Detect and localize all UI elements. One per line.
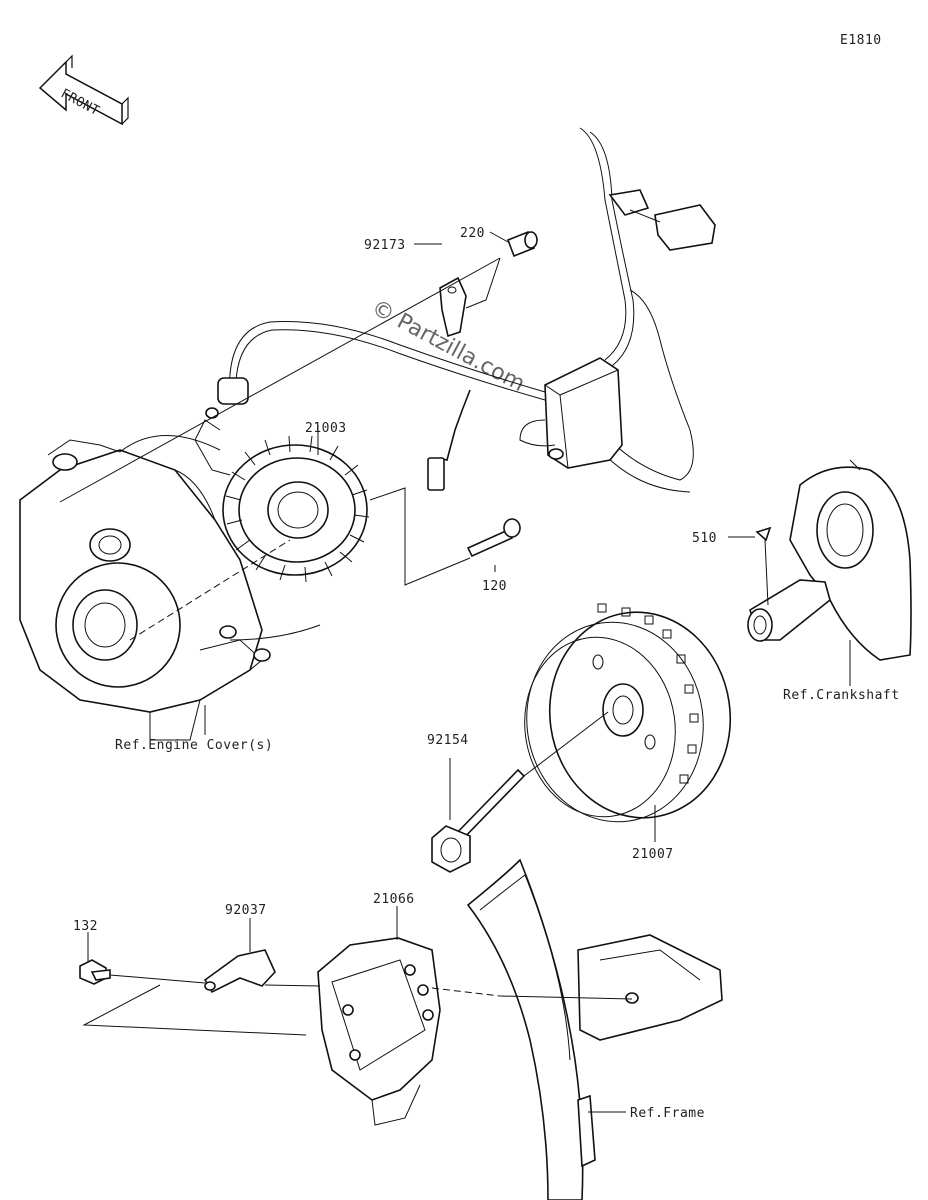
ref-crankshaft-label: Ref.Crankshaft <box>783 688 900 703</box>
part-label-21007: 21007 <box>632 847 674 862</box>
part-label-21066: 21066 <box>373 892 415 907</box>
rotor <box>524 603 732 823</box>
bolt-92154 <box>431 768 526 873</box>
part-label-510: 510 <box>692 531 717 546</box>
bolt-220 <box>506 230 538 258</box>
part-label-92154: 92154 <box>427 733 469 748</box>
part-label-120: 120 <box>482 579 507 594</box>
engine-cover <box>19 435 321 741</box>
front-arrow-icon: FRONT <box>38 54 129 126</box>
frame <box>466 858 723 1200</box>
leader-510b <box>764 539 769 606</box>
diagram-code: E1810 <box>840 33 882 48</box>
regulator <box>317 937 441 1126</box>
stator <box>194 407 370 583</box>
part-label-92037: 92037 <box>225 903 267 918</box>
part-labels: 220 92173 21003 120 510 92154 21007 132 … <box>73 226 900 1121</box>
clamp-92173 <box>439 276 467 338</box>
leader-lines-lower <box>82 974 633 1036</box>
bolt-120 <box>466 518 521 558</box>
leader-lines-upper <box>59 231 509 641</box>
bracket-92037 <box>203 949 276 994</box>
part-label-92173: 92173 <box>364 238 406 253</box>
wire-harness <box>217 127 716 493</box>
ref-frame-label: Ref.Frame <box>630 1106 705 1121</box>
ref-engine-cover-label: Ref.Engine Cover(s) <box>115 738 273 753</box>
part-label-21003: 21003 <box>305 421 347 436</box>
crankshaft <box>747 459 912 661</box>
leader-92154-rotor <box>523 711 609 777</box>
part-label-132: 132 <box>73 919 98 934</box>
part-label-220: 220 <box>460 226 485 241</box>
bolt-132 <box>79 959 111 985</box>
